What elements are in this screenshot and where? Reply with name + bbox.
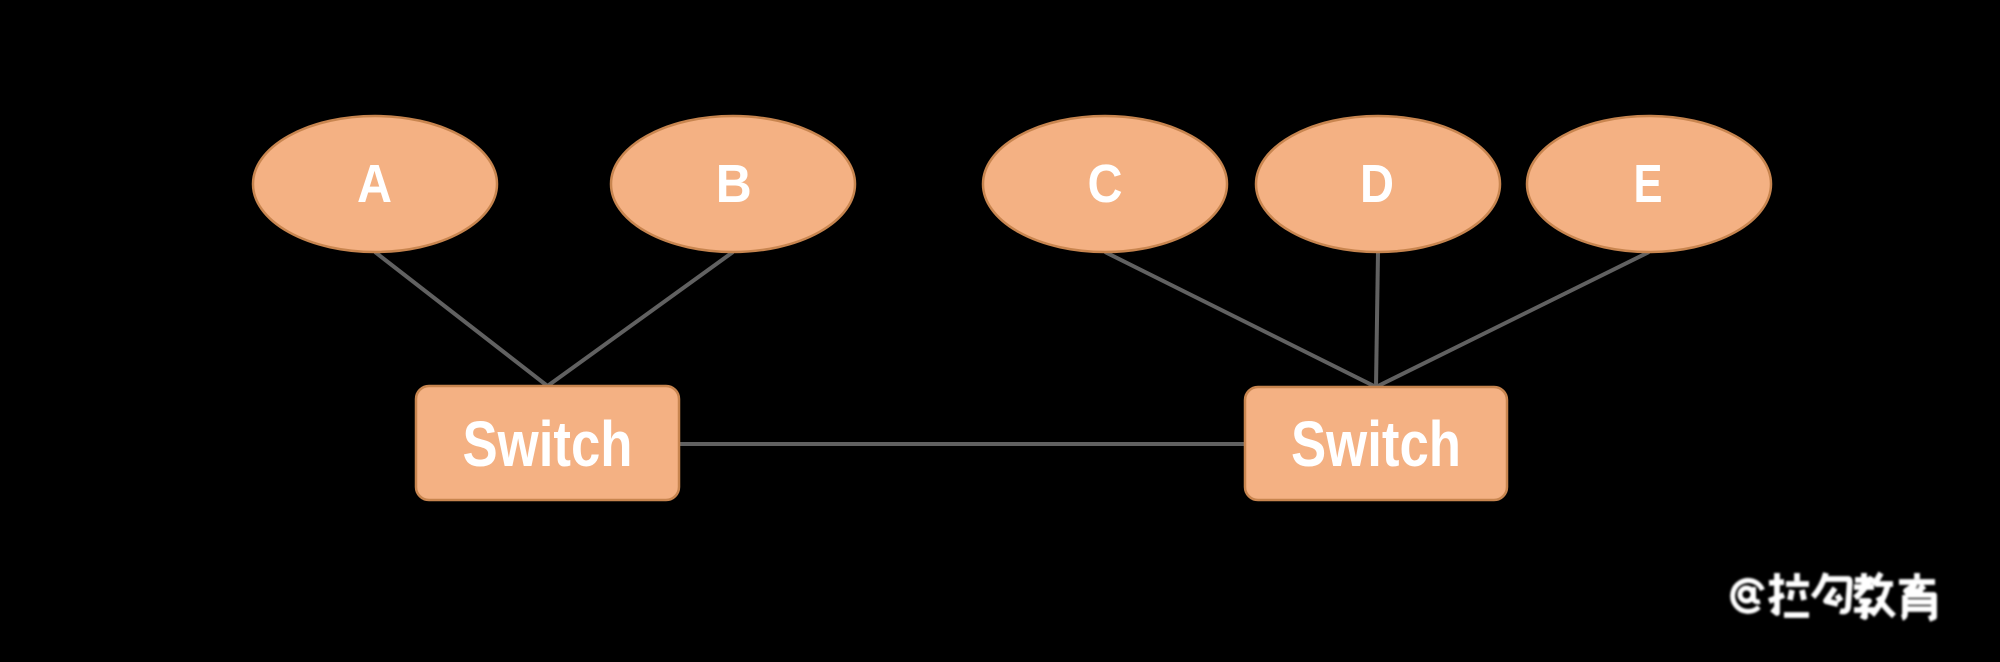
svg-text:C: C bbox=[1088, 154, 1123, 214]
svg-text:Switch: Switch bbox=[1291, 408, 1461, 480]
svg-text:E: E bbox=[1634, 154, 1663, 214]
svg-text:B: B bbox=[716, 154, 752, 214]
svg-text:Switch: Switch bbox=[463, 408, 633, 480]
svg-text:D: D bbox=[1360, 154, 1394, 214]
svg-text:A: A bbox=[357, 154, 392, 214]
